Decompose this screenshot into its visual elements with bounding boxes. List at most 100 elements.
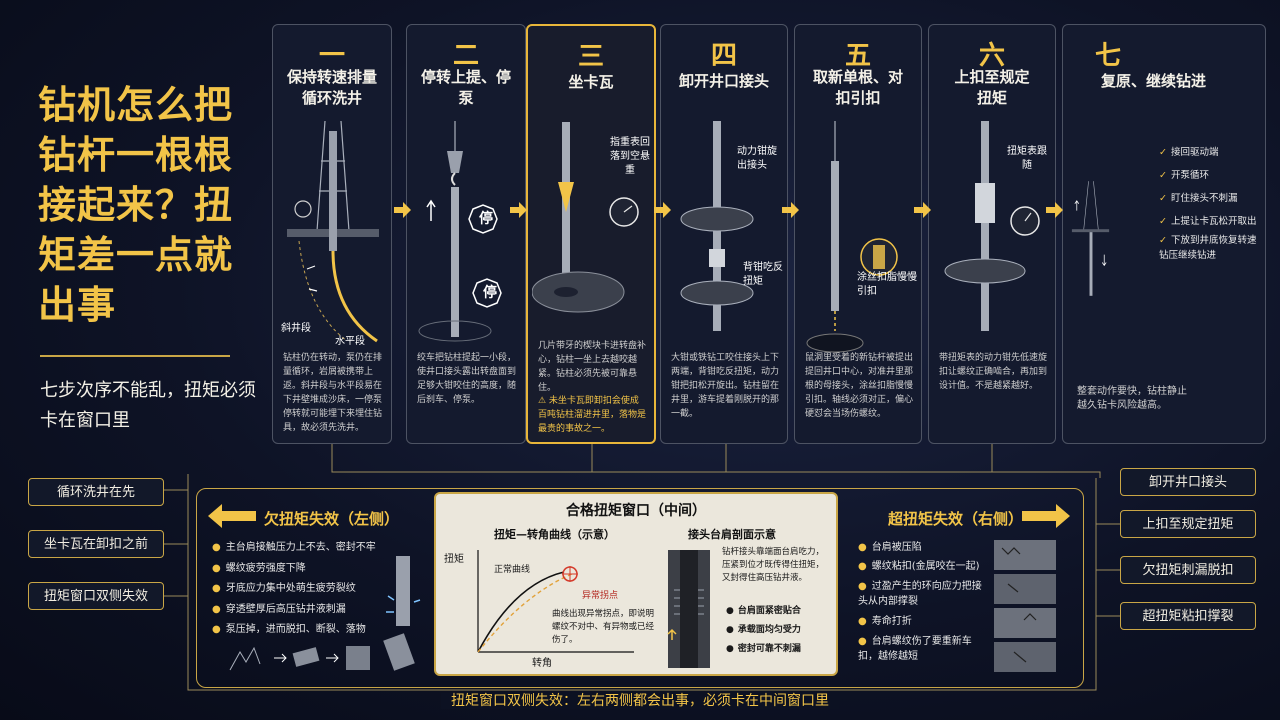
hook-icon <box>451 172 456 186</box>
label-inclined-section: 斜井段 <box>281 323 311 334</box>
step-title: 保持转速排量循环洗井 <box>286 68 377 107</box>
check-item: ✓盯住接头不刺漏 <box>1159 193 1238 204</box>
step-title: 取新单根、对扣引扣 <box>812 68 903 107</box>
step-number: 四 <box>710 41 737 71</box>
list-item: ●泵压掉，进而脱扣、断裂、落物 <box>212 624 366 635</box>
step-card-6: 六 上扣至规定扭矩 扭矩表跟随 带扭矩表的动力钳先低速旋扣让螺纹正确啮合，再加到… <box>928 24 1056 444</box>
step-card-1: 一 保持转速排量循环洗井 斜井段 水平段 钻柱仍在转动，泵仍在排量循环，岩屑被携… <box>272 24 392 444</box>
tag-slips-before-breakout: 坐卡瓦在卸扣之前 <box>28 530 164 558</box>
list-item: ●螺纹粘扣(金属咬在一起) <box>858 561 980 572</box>
step-description: 带扭矩表的动力钳先低速旋扣让螺纹正确啮合，再加到设计值。不是越紧越好。 <box>939 353 1048 391</box>
step-description: 大钳或铁钻工咬住接头上下两端，背钳吃反扭矩，动力钳把扣松开旋出。钻柱留在井里，游… <box>671 353 780 419</box>
joint-point: ●密封可靠不刺漏 <box>726 644 801 654</box>
stop-sign-icon <box>468 204 498 234</box>
qualified-torque-window: 合格扭矩窗口（中间） 扭矩—转角曲线（示意） 接头台肩剖面示意 扭矩 转角 正常… <box>434 492 838 676</box>
over-torque-list: ●台肩被压陷 ●螺纹粘扣(金属咬在一起) ●过盈产生的环向应力把接头从内部撑裂 … <box>858 538 984 664</box>
step-description: 鼠洞里受着的新钻杆被提出提回井口中心，对准井里那根的母接头，涂丝扣脂慢慢引扣。轴… <box>805 353 914 419</box>
step-number: 一 <box>318 41 345 71</box>
step-card-4: 四 卸开井口接头 动力钳旋出接头 背钳吃反扭矩 大钳或铁钻工咬住接头上下两端，背… <box>660 24 788 444</box>
tag-breakout-joint: 卸开井口接头 <box>1120 468 1256 496</box>
joint-points: ●台肩面紧密贴合 ●承载面均匀受力 ●密封可靠不刺漏 <box>726 602 801 659</box>
arrow-down-icon <box>558 182 574 212</box>
stop-label-1: 停 <box>479 211 493 227</box>
abnormal-curve-line <box>477 573 573 653</box>
step-title: 坐卡瓦 <box>568 73 614 91</box>
step-description: 钻柱仍在转动，泵仍在排量循环，岩屑被携带上返。斜井段与水平段易在下井壁堆成沙床，… <box>283 353 383 433</box>
check-item: ✓开泵循环 <box>1159 170 1209 181</box>
arrow-right-icon <box>274 653 287 663</box>
stop-label-2: 停 <box>483 285 497 301</box>
right-arrow-icon <box>1022 504 1070 528</box>
page-subtitle: 七步次序不能乱，扭矩必须卡在窗口里 <box>40 380 256 431</box>
list-item: ●螺纹疲劳强度下降 <box>212 562 306 574</box>
label-power-tong: 动力钳旋出接头 <box>737 146 777 171</box>
step-number: 二 <box>452 41 479 71</box>
step-description: 绞车把钻柱提起一小段，使井口接头露出转盘面到足够大钳咬住的高度，随后刹车、停泵。 <box>417 353 517 405</box>
joint-title: 接头台肩剖面示意 <box>688 528 776 541</box>
step-arrow-icon <box>654 202 671 218</box>
hoist-stop-illustration <box>418 121 502 342</box>
list-item: ●主台肩接触压力上不去、密封不牢 <box>212 542 376 553</box>
step-arrow-icon <box>782 202 799 218</box>
step-warning: ⚠ 未坐卡瓦即卸扣会使成百吨钻柱溜进井里，落物是最贵的事故之一。 <box>538 396 647 434</box>
abnormal-point-label: 异常拐点 <box>582 591 619 601</box>
step-card-7: 七 复原、继续钻进 ✓接回驱动端 ✓开泵循环 ✓盯住接头不刺漏 ✓上提让卡瓦松开… <box>1062 24 1266 444</box>
joint-point: ●承载面均匀受力 <box>726 625 801 635</box>
title-divider <box>40 355 230 357</box>
tag-window-double-failure: 扭矩窗口双侧失效 <box>28 582 164 610</box>
step-title: 停转上提、停泵 <box>421 68 512 107</box>
step-number: 七 <box>1094 41 1121 71</box>
joint-note: 钻杆接头靠端面台肩吃力，压紧到位才既传得住扭矩，又封得住高压钻井液。 <box>722 547 825 583</box>
check-item: ✓上提让卡瓦松开取出 <box>1159 216 1257 227</box>
step-arrow-icon <box>510 202 527 218</box>
curve-title: 扭矩—转角曲线（示意） <box>494 528 615 541</box>
step-title: 上扣至规定扭矩 <box>954 68 1030 107</box>
list-item: ●台肩被压陷 <box>858 542 922 553</box>
torque-failure-panel <box>196 488 1084 688</box>
step-arrow-icon <box>394 202 411 218</box>
leak-failure-illustration <box>383 556 421 671</box>
arrow-right-icon <box>326 653 339 663</box>
step-card-5: 五 取新单根、对扣引扣 涂丝扣脂慢慢引扣 鼠洞里受着的新钻杆被提出提回井口中心，… <box>794 24 922 444</box>
arrow-down-icon <box>1101 254 1107 267</box>
rotation-icon <box>294 200 312 218</box>
under-torque-list: ●主台肩接触压力上不去、密封不牢 ●螺纹疲劳强度下降 ●牙底应力集中处萌生疲劳裂… <box>212 538 376 641</box>
step-title: 卸开井口接头 <box>678 72 769 90</box>
curve-x-label: 转角 <box>532 658 552 669</box>
list-item: ●寿命打折 <box>858 616 912 627</box>
page-title: 钻机怎么把钻杆一根根接起来？扭矩差一点就出事 <box>38 83 234 327</box>
resume-checklist: ✓接回驱动端 ✓开泵循环 ✓盯住接头不刺漏 ✓上提让卡瓦松开取出 ✓下放到井底恢… <box>1159 141 1259 263</box>
stabbing-illustration <box>806 121 898 353</box>
check-item: ✓接回驱动端 <box>1159 147 1219 158</box>
list-item: ●牙底应力集中处萌生疲劳裂纹 <box>212 583 356 594</box>
tag-makeup-torque: 上扣至规定扭矩 <box>1120 510 1256 538</box>
list-item: ●穿透壁厚后高压钻井液刺漏 <box>212 603 346 615</box>
step-card-2: 二 停转上提、停泵 停 停 绞车把钻柱提起一小段，使井口接头露出转盘面到足够大钳… <box>406 24 526 444</box>
shoulder-section-illustration <box>667 550 710 668</box>
fracture-sequence-illustration <box>229 646 370 671</box>
under-torque-title: 欠扭矩失效（左侧） <box>264 510 400 528</box>
galling-damage-illustration <box>994 540 1056 672</box>
center-title: 合格扭矩窗口（中间） <box>566 503 706 519</box>
label-backup-tong: 背钳吃反扭矩 <box>743 262 783 287</box>
label-horizontal-section: 水平段 <box>335 336 365 347</box>
over-torque-title: 超扭矩失效（右侧） <box>888 510 1024 528</box>
normal-curve-line <box>477 571 565 653</box>
label-grease: 涂丝扣脂慢慢引扣 <box>857 272 917 297</box>
step-number: 六 <box>978 41 1005 71</box>
step-arrow-icon <box>914 202 931 218</box>
list-item: ●过盈产生的环向应力把接头从内部撑裂 <box>858 581 982 607</box>
derrick-wellbore-illustration <box>287 121 379 343</box>
label-torque-gauge: 扭矩表跟随 <box>1007 146 1047 171</box>
curve-y-label: 扭矩 <box>444 554 464 565</box>
tag-circulate-first: 循环洗井在先 <box>28 478 164 506</box>
tag-over-torque: 超扭矩粘扣撑裂 <box>1120 602 1256 630</box>
gauge-label: 指重表回落到空悬重 <box>610 137 650 176</box>
step-number: 五 <box>844 41 871 71</box>
check-item: ✓下放到井底恢复转速钻压继续钻进 <box>1159 235 1257 261</box>
tong-breakout-illustration <box>680 121 754 331</box>
stop-sign-icon <box>472 278 502 308</box>
tag-under-torque: 欠扭矩刺漏脱扣 <box>1120 556 1256 584</box>
step-number: 三 <box>577 42 604 72</box>
list-item: ●台肩螺纹伤了要重新车扣，越修越短 <box>858 636 972 662</box>
